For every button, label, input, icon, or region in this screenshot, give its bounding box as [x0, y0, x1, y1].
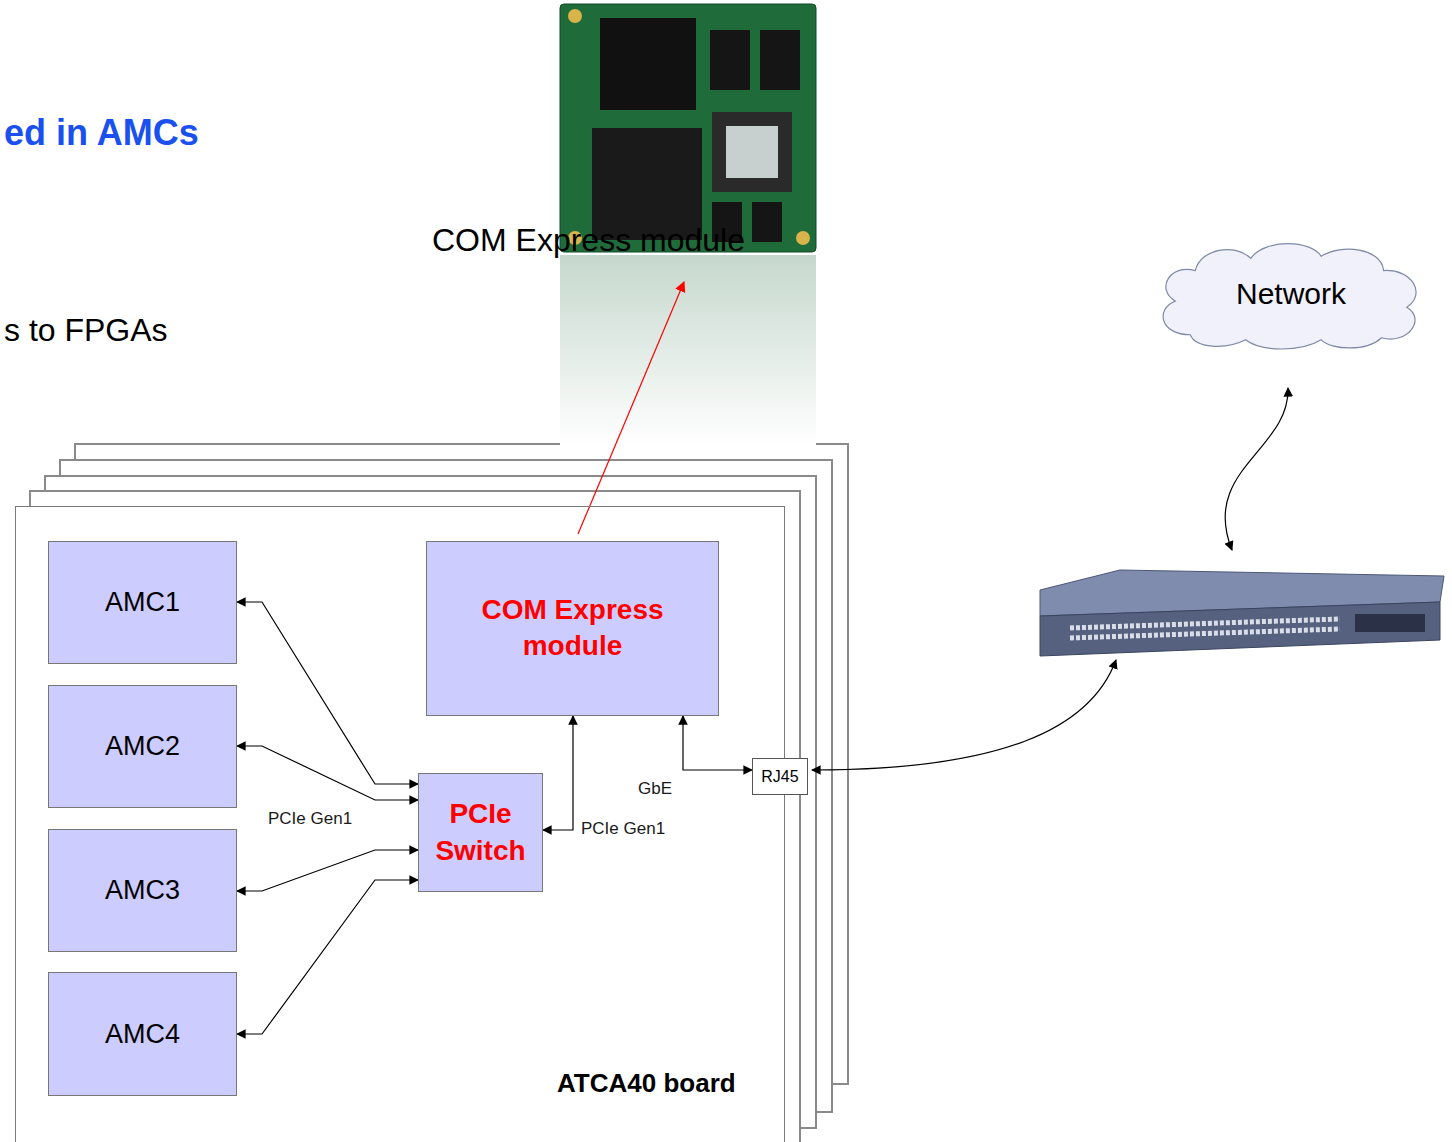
- ethernet-cable: [812, 660, 1116, 770]
- chip: [760, 30, 800, 90]
- network-cloud: Network: [1150, 238, 1432, 350]
- switch-box: PCIe Switch: [418, 773, 543, 892]
- bus-connector: [237, 880, 418, 1034]
- uplink-cable: [1225, 388, 1288, 550]
- pcb: [560, 4, 816, 252]
- callout-arrow: [578, 282, 684, 534]
- node-label: COM Express module: [465, 592, 680, 665]
- amc-box: AMC1: [48, 541, 237, 664]
- reflection: [560, 255, 816, 445]
- cloud-shape: [1163, 244, 1416, 349]
- slide-title: ed in AMCs: [4, 112, 199, 154]
- node-label: Network: [1236, 277, 1346, 311]
- switch-ports: [1070, 629, 1340, 638]
- connector-box: RJ45: [752, 758, 808, 795]
- reflection-fade: [560, 255, 816, 445]
- mount-hole: [568, 9, 582, 23]
- node-label: RJ45: [761, 768, 798, 786]
- chip: [752, 202, 782, 242]
- mount-hole: [796, 231, 810, 245]
- signal-label: GbE: [636, 779, 674, 799]
- chip: [600, 18, 696, 110]
- bus-connector: [683, 716, 752, 770]
- signal-label: PCIe Gen1: [579, 819, 667, 839]
- node-label: AMC2: [105, 731, 180, 762]
- module-box: COM Express module: [426, 541, 719, 716]
- board-ground: [15, 506, 785, 1142]
- bullet-text: COM Express module: [432, 222, 745, 259]
- switch-ports: [1070, 619, 1340, 628]
- bus-connector: [237, 850, 418, 891]
- amc-box: AMC3: [48, 829, 237, 952]
- bus-connector: [237, 602, 418, 784]
- node-label: AMC4: [105, 1019, 180, 1050]
- switch-front: [1040, 602, 1440, 656]
- bullet-text: s to FPGAs: [4, 312, 168, 349]
- switch-uplinks: [1355, 614, 1425, 632]
- node-label: PCIe Switch: [426, 796, 536, 869]
- node-label: AMC3: [105, 875, 180, 906]
- chip: [712, 112, 792, 192]
- bus-connector: [543, 716, 573, 830]
- ethernet-switch-picture: [1040, 570, 1444, 656]
- board-label: ATCA40 board: [557, 1068, 736, 1099]
- board-frame: ATCA40 board AMC1AMC2AMC3AMC4 COM Express …: [15, 506, 785, 1142]
- amc-box: AMC2: [48, 685, 237, 808]
- chip: [710, 30, 750, 90]
- amc-box: AMC4: [48, 972, 237, 1096]
- node-label: AMC1: [105, 587, 180, 618]
- chip-die: [726, 126, 778, 178]
- bus-connector: [237, 746, 418, 800]
- signal-label: PCIe Gen1: [266, 809, 354, 829]
